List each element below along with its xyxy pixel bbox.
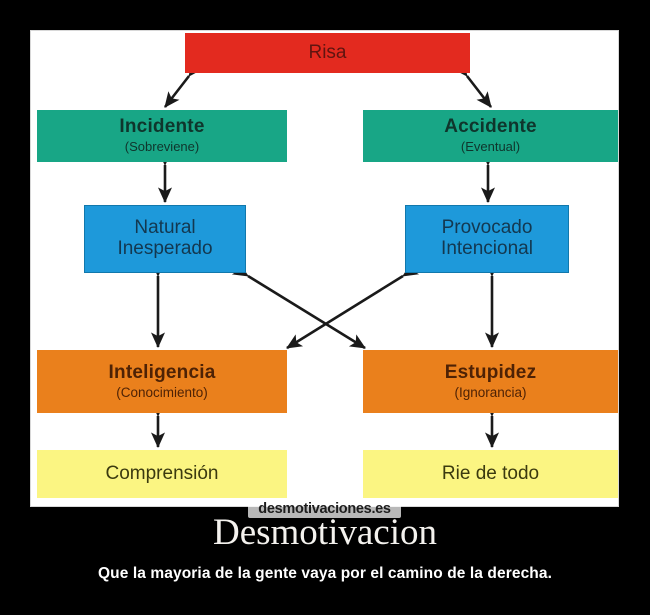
node-natural-sublabel: Inesperado (117, 238, 213, 259)
diagram-canvas: Risa Incidente (Sobreviene) Accidente (E… (31, 31, 618, 518)
node-natural: Natural Inesperado (84, 205, 246, 273)
node-inteligencia-label: Inteligencia (108, 361, 216, 383)
node-provocado: Provocado Intencional (405, 205, 569, 273)
node-inteligencia-sublabel: (Conocimiento) (116, 384, 208, 400)
node-natural-label: Natural (134, 217, 196, 239)
node-comprension: Comprensión (37, 450, 287, 498)
watermark-text: desmotivaciones.es (248, 500, 401, 518)
node-comprension-label: Comprensión (105, 462, 219, 484)
arrow-risa-incidente (163, 60, 204, 108)
arrow-risa-accidente (452, 60, 493, 108)
poster-image-frame: Risa Incidente (Sobreviene) Accidente (E… (31, 31, 618, 518)
node-provocado-sublabel: Intencional (441, 238, 533, 259)
poster-subtitle: Que la mayoria de la gente vaya por el c… (98, 564, 552, 582)
poster-caption: Desmotivacion Que la mayoria de la gente… (0, 512, 650, 583)
node-provocado-label: Provocado (441, 217, 533, 239)
arrow-provocado-inteligencia (286, 262, 420, 350)
poster-title: Desmotivacion (212, 512, 437, 553)
node-accidente-label: Accidente (444, 116, 537, 138)
node-inteligencia: Inteligencia (Conocimiento) (37, 350, 287, 413)
node-risa-label: Risa (308, 41, 347, 63)
node-incidente-label: Incidente (119, 116, 205, 138)
node-rie-de-todo-label: Rie de todo (441, 462, 540, 484)
watermark: desmotivaciones.es (31, 497, 618, 521)
node-estupidez-sublabel: (Ignorancia) (454, 384, 527, 400)
node-accidente-sublabel: (Eventual) (460, 139, 521, 155)
node-accidente: Accidente (Eventual) (363, 110, 618, 162)
node-risa: Risa (185, 33, 470, 73)
node-incidente: Incidente (Sobreviene) (37, 110, 287, 162)
node-estupidez: Estupidez (Ignorancia) (363, 350, 618, 413)
node-rie-de-todo: Rie de todo (363, 450, 618, 498)
node-incidente-sublabel: (Sobreviene) (124, 139, 200, 155)
node-estupidez-label: Estupidez (444, 361, 537, 383)
arrow-natural-estupidez (231, 262, 366, 350)
